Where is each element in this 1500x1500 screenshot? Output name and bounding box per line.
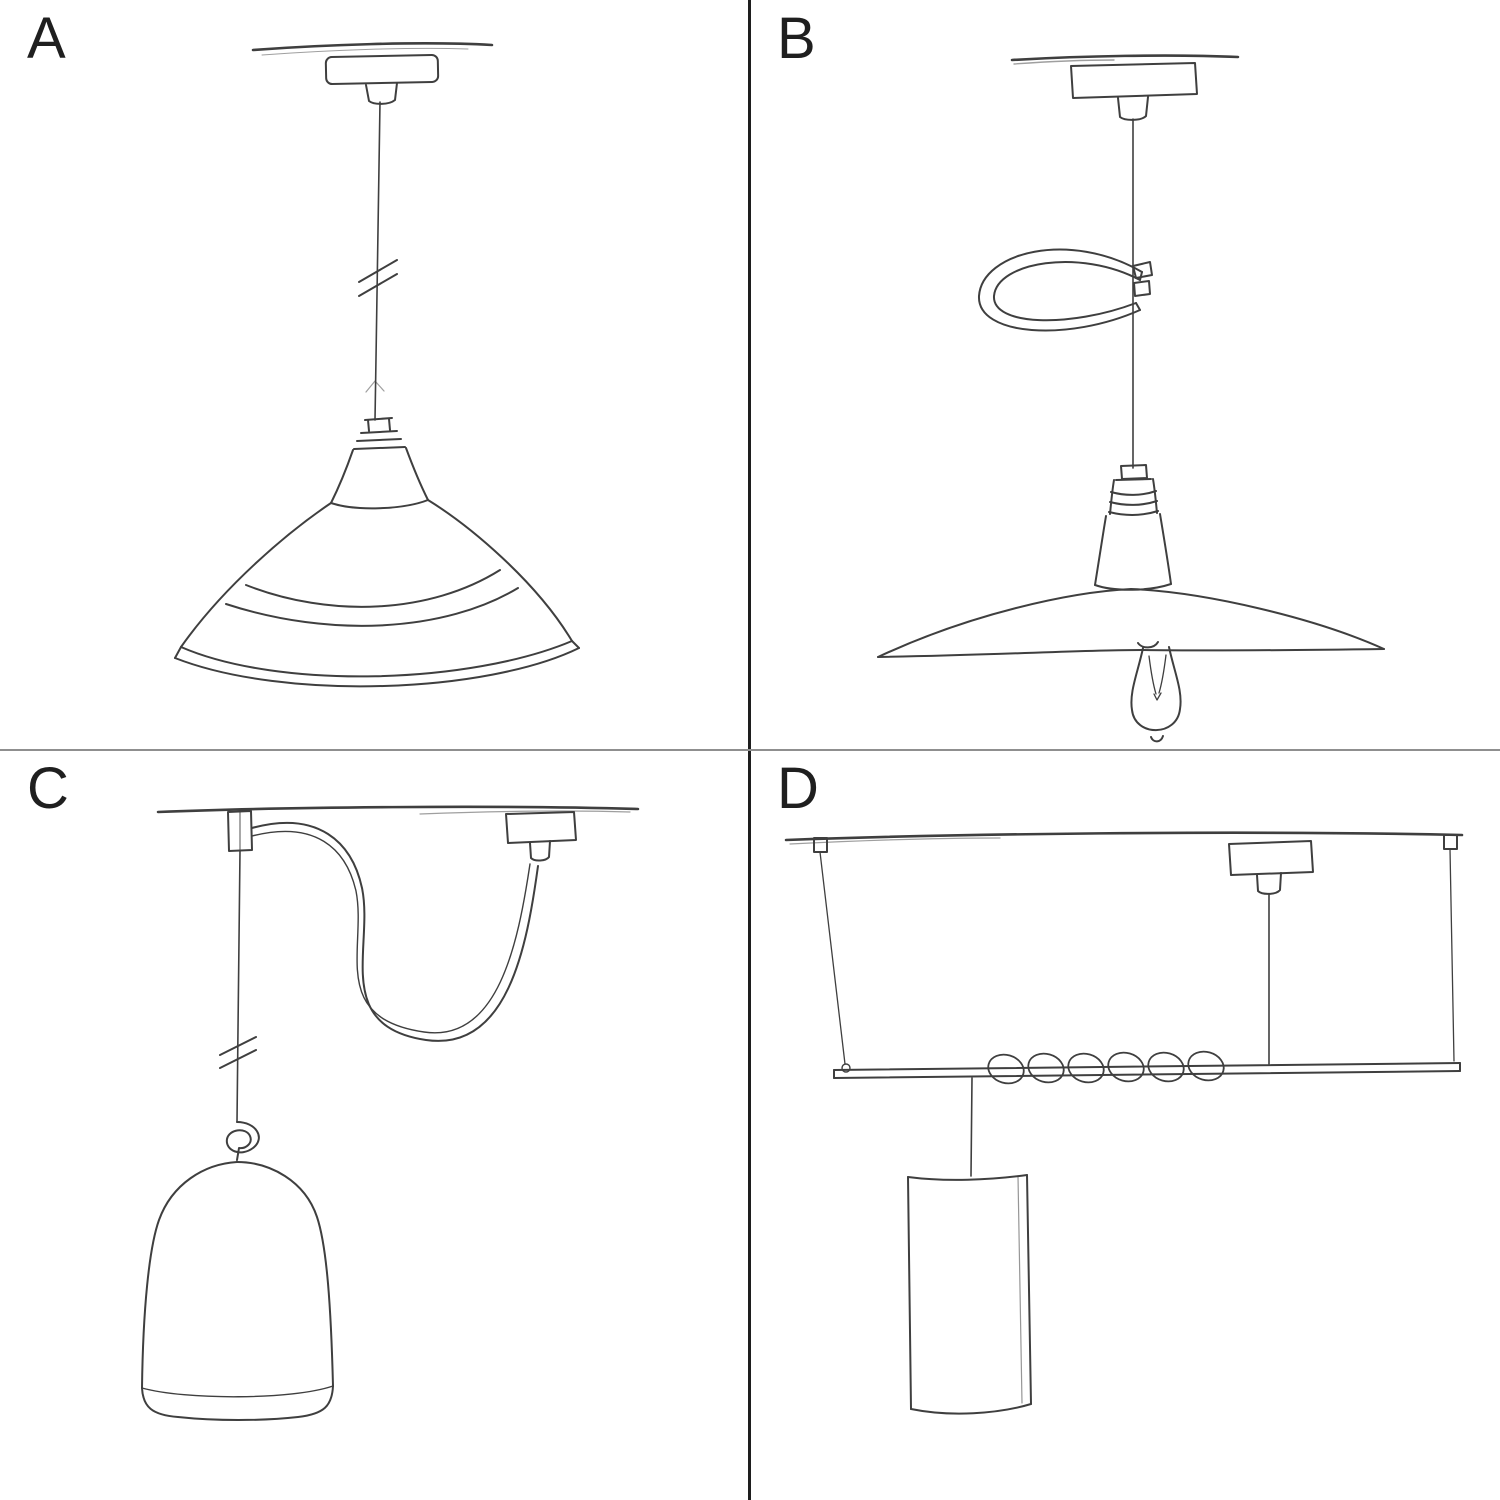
industrial-shade-icon [174,499,580,688]
suspension-cable-right-icon [1443,834,1458,1062]
swag-cable-icon [251,822,539,1042]
panel-c: C [0,750,750,1500]
panel-b: B [750,0,1500,750]
ceiling-rose-icon [1070,62,1198,99]
chevron-up-icon [365,380,385,393]
panel-a: A [0,0,750,750]
panel-c-label: C [27,756,70,821]
ceiling-rose-icon [505,811,577,862]
horizontal-divider [0,749,1500,751]
coiled-cable-icon [987,1050,1225,1085]
panel-b-label: B [777,6,817,71]
cable-clip-loop-icon [977,248,1153,332]
swag-pendant-bell-shade-sketch [141,805,640,1421]
cable-cut-mark-icon [358,259,398,283]
panel-a-label: A [27,6,67,71]
bell-shade-icon [141,1161,334,1421]
plate-shade-icon [877,588,1385,658]
ceiling-line-icon [251,42,494,52]
suspension-cable-left-icon [813,837,846,1065]
lamp-holder-icon [330,417,429,510]
bar-suspension-cylinder-pendant-sketch [784,831,1464,1415]
ceiling-line-icon [1010,54,1240,62]
cable-cut-mark-icon [219,1036,257,1056]
cylinder-shade-icon [907,1174,1032,1415]
cable-knot-icon [225,1121,260,1161]
pendant-industrial-shade-sketch [174,42,580,688]
drop-cable-icon [970,1077,973,1177]
panel-d-label: D [777,756,820,821]
pendant-cable-icon [374,101,381,421]
pendant-plate-shade-exposed-bulb-sketch [877,54,1385,743]
panel-d: D [750,750,1500,1500]
ceiling-hook-icon [227,810,253,852]
pendant-cable-icon [236,850,241,1123]
lamp-holder-icon [1094,464,1172,591]
ceiling-line-icon [784,831,1464,842]
ceiling-line-icon [156,805,640,814]
wooden-bar-icon [833,1062,1461,1079]
ceiling-rose-icon [1228,840,1314,895]
ceiling-rose-icon [324,53,440,86]
light-bulb-icon [1130,646,1182,743]
